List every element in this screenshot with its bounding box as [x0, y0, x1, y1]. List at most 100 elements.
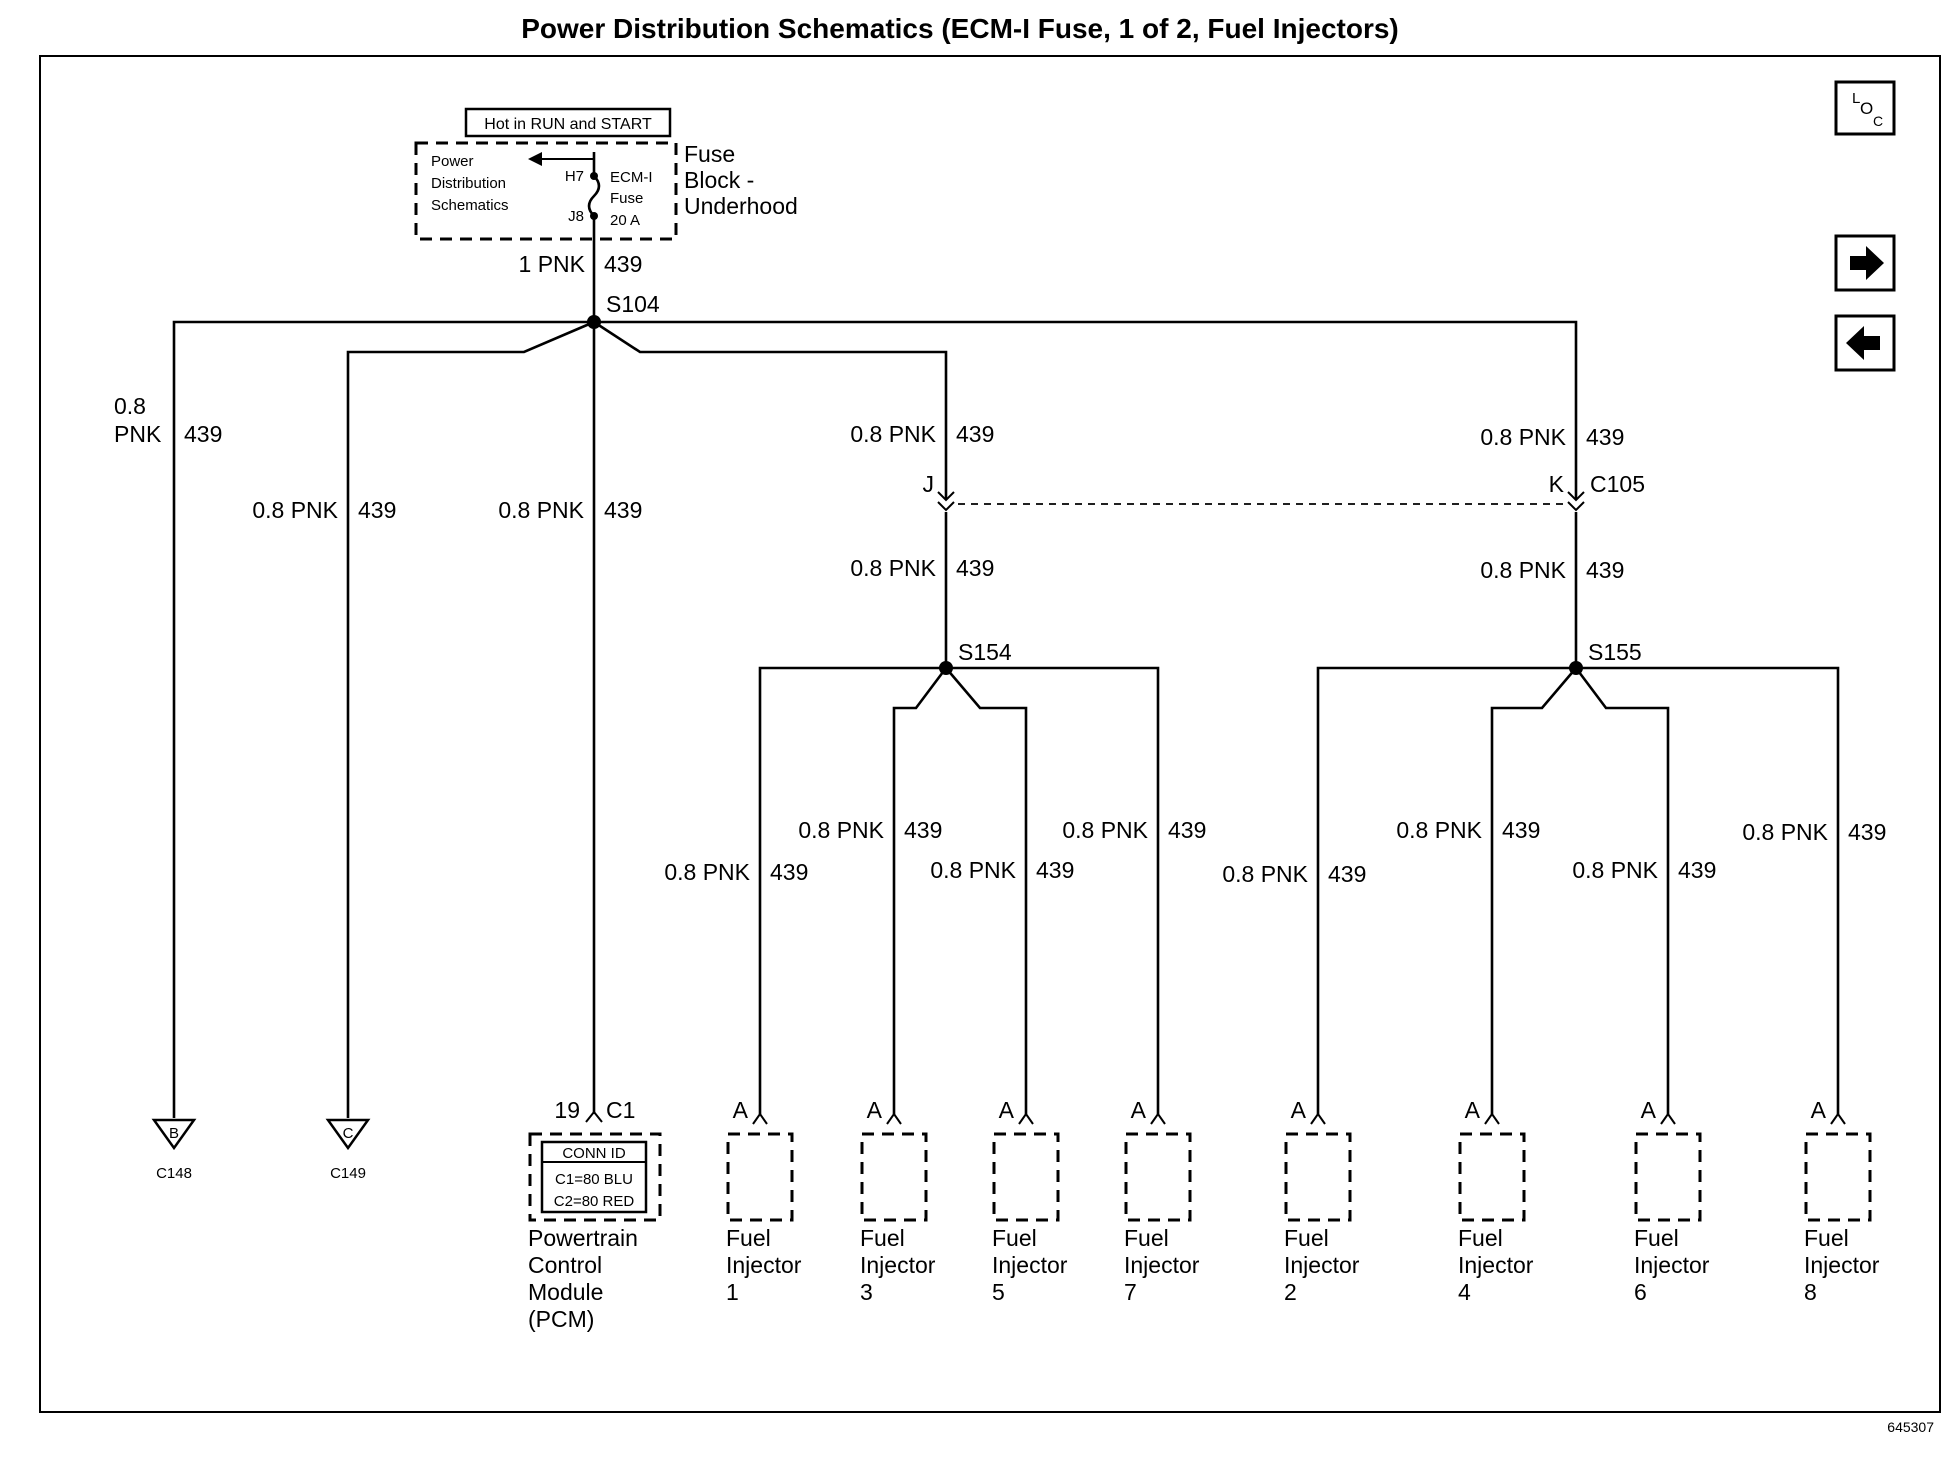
wire-j-top-circuit: 439	[956, 421, 994, 447]
conn-id-c2: C2=80 RED	[554, 1193, 635, 1210]
wire-inj5-gauge: 0.8 PNK	[930, 857, 1016, 883]
fuse-pin-j8: J8	[568, 208, 584, 225]
wire-c148-circuit: 439	[184, 421, 222, 447]
injector-pin-icon	[1018, 1112, 1034, 1125]
wire-inj8-gauge: 0.8 PNK	[1742, 819, 1828, 845]
wire-inj3-gauge: 0.8 PNK	[798, 817, 884, 843]
c105-pin-k: K	[1549, 471, 1565, 497]
injector-outline	[992, 1132, 1060, 1222]
pcm-name-line1: Powertrain	[528, 1225, 638, 1251]
injector-pin-label: A	[867, 1097, 883, 1123]
injector-outline	[860, 1132, 928, 1222]
wire-inj2-gauge: 0.8 PNK	[1222, 861, 1308, 887]
wire-j-bottom-circuit: 439	[956, 555, 994, 581]
wire-inj4-gauge: 0.8 PNK	[1396, 817, 1482, 843]
wire-inj4-circuit: 439	[1502, 817, 1540, 843]
conn-id-title: CONN ID	[562, 1145, 626, 1162]
wire-c149-gauge: 0.8 PNK	[252, 497, 338, 523]
injector-number: 4	[1458, 1279, 1471, 1305]
reference-arrow-icon	[528, 152, 542, 166]
injector-name-line1: Fuel	[1634, 1225, 1679, 1251]
injector-pin-label: A	[999, 1097, 1015, 1123]
pcm-module: 19 C1 CONN ID C1=80 BLU C2=80 RED Powert…	[528, 1097, 662, 1332]
svg-text:C: C	[1873, 113, 1883, 129]
main-wire-circuit: 439	[604, 251, 642, 277]
injector-pin-icon	[1660, 1112, 1676, 1125]
wire-inj3-circuit: 439	[904, 817, 942, 843]
wire-inj5-circuit: 439	[1036, 857, 1074, 883]
splice-s155-label: S155	[1588, 639, 1642, 665]
c105-pin-j: J	[923, 471, 935, 497]
figure-number: 645307	[1887, 1419, 1934, 1435]
fuse-name-line1: ECM-I	[610, 169, 653, 186]
injector-pin-icon	[752, 1112, 768, 1125]
injector-pin-label: A	[1291, 1097, 1307, 1123]
injector-pin-icon	[886, 1112, 902, 1125]
injector-pin-icon	[1310, 1112, 1326, 1125]
wire-c148-color: PNK	[114, 421, 162, 447]
injector-number: 5	[992, 1279, 1005, 1305]
wire-pcm-gauge: 0.8 PNK	[498, 497, 584, 523]
wire-k-top-circuit: 439	[1586, 424, 1624, 450]
hot-in-run-start-label: Hot in RUN and START	[484, 116, 652, 133]
injector-pin-icon	[1830, 1112, 1846, 1125]
fuse-pin-h7: H7	[565, 168, 584, 185]
injector-name-line2: Injector	[1634, 1252, 1710, 1278]
injector-pin-icon	[1150, 1112, 1166, 1125]
wire-k-bottom-circuit: 439	[1586, 557, 1624, 583]
pcm-name-line3: Module	[528, 1279, 603, 1305]
injector-outline	[1284, 1132, 1352, 1222]
wire-c148-gauge: 0.8	[114, 393, 146, 419]
injector-pin-label: A	[1465, 1097, 1481, 1123]
wire-c149-circuit: 439	[358, 497, 396, 523]
wire-inj2-circuit: 439	[1328, 861, 1366, 887]
pds-reference-line3: Schematics	[431, 197, 509, 214]
c148-label: C148	[156, 1165, 192, 1182]
injector-number: 8	[1804, 1279, 1817, 1305]
wire-inj1-circuit: 439	[770, 859, 808, 885]
injector-pin-label: A	[1811, 1097, 1827, 1123]
injector-name-line2: Injector	[992, 1252, 1068, 1278]
pcm-name-line2: Control	[528, 1252, 602, 1278]
pds-reference-line1: Power	[431, 153, 474, 170]
connector-c105: J K C105	[923, 471, 1645, 512]
injector-outline	[1124, 1132, 1192, 1222]
pcm-name-line4: (PCM)	[528, 1306, 594, 1332]
splice-s104-label: S104	[606, 291, 660, 317]
injector-pin-label: A	[1131, 1097, 1147, 1123]
connector-c148: B C148	[151, 1118, 197, 1182]
wire-j-top-gauge: 0.8 PNK	[850, 421, 936, 447]
arrow-left-icon[interactable]	[1834, 314, 1896, 372]
fuse-block-name-line3: Underhood	[684, 193, 798, 219]
injector-outline	[726, 1132, 794, 1222]
arrow-right-icon[interactable]	[1834, 234, 1896, 292]
wire-j-bottom-gauge: 0.8 PNK	[850, 555, 936, 581]
fuse-block-name-line1: Fuse	[684, 141, 735, 167]
c149-label: C149	[330, 1165, 366, 1182]
fuse-block-underhood: Hot in RUN and START Power Distribution …	[414, 107, 798, 241]
conn-id-box	[540, 1140, 648, 1214]
fuse-name-line2: Fuse	[610, 190, 643, 207]
c105-label: C105	[1590, 471, 1645, 497]
injector-outline	[1634, 1132, 1702, 1222]
conn-id-c1: C1=80 BLU	[555, 1171, 633, 1188]
fuse-block-outline	[414, 141, 678, 241]
c148-letter: B	[169, 1125, 179, 1142]
fuse-rating: 20 A	[610, 212, 640, 229]
splice-s154-label: S154	[958, 639, 1012, 665]
injector-name-line1: Fuel	[1284, 1225, 1329, 1251]
injector-name-line1: Fuel	[1124, 1225, 1169, 1251]
injector-name-line2: Injector	[1284, 1252, 1360, 1278]
pcm-pin-number: 19	[554, 1097, 580, 1123]
loc-icon[interactable]: L O C	[1834, 80, 1896, 136]
injector-number: 6	[1634, 1279, 1647, 1305]
